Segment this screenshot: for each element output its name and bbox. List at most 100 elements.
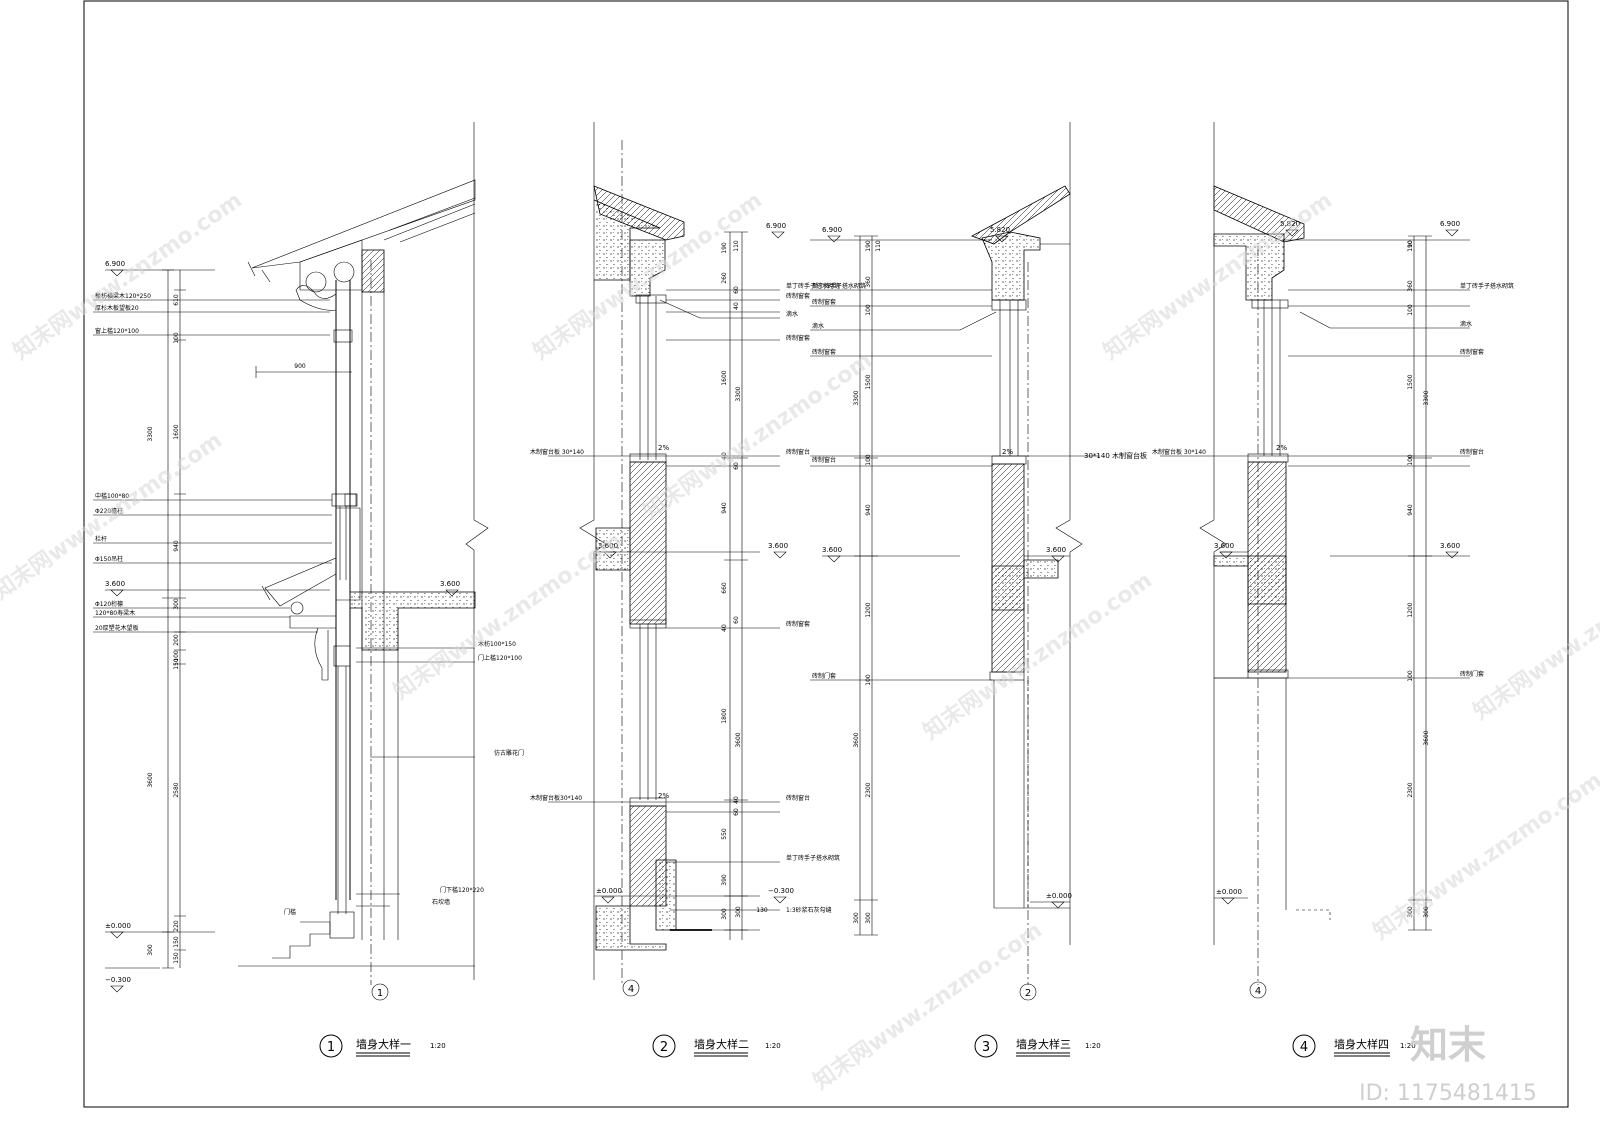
level-marker bbox=[1221, 897, 1235, 905]
watermark: 知末网www.znzmo.com bbox=[1469, 547, 1600, 725]
s2-level: −0.300 bbox=[768, 887, 794, 895]
s2-level: ±0.000 bbox=[596, 887, 622, 895]
s1-dim-total: 3600 bbox=[147, 772, 154, 787]
s3-label-left: 砖制窗套 bbox=[812, 298, 836, 306]
title-num-2: 2 bbox=[660, 1040, 668, 1055]
s4-label-right: 单丁砖手子搭水砌筑 bbox=[1460, 282, 1514, 290]
level-marker bbox=[601, 896, 615, 904]
s2-dim-detail: 40 bbox=[733, 302, 740, 310]
s3-label-left: 砖制门套 bbox=[812, 672, 836, 680]
s1-level: 3.600 bbox=[105, 580, 125, 588]
level-marker bbox=[110, 589, 124, 597]
level-marker bbox=[110, 985, 124, 993]
s3-dim-total: 3300 bbox=[853, 390, 860, 405]
s1-label-left: Φ220檐柱 bbox=[95, 507, 123, 515]
s1-label-left: 窗上槛120*100 bbox=[95, 327, 139, 335]
title-num-4: 4 bbox=[1300, 1040, 1308, 1055]
door-1 bbox=[337, 666, 347, 914]
title-3: 墙身大样三 bbox=[1016, 1037, 1071, 1051]
title-num-3: 3 bbox=[982, 1040, 990, 1055]
s4-dim-detail: 1500 bbox=[1407, 374, 1414, 389]
s2-dim-detail: 660 bbox=[721, 582, 728, 594]
s3-dim-detail: 190 bbox=[865, 240, 872, 252]
watermark: 知末网www.znzmo.com bbox=[919, 567, 1157, 745]
s3-dim-detail: 100 bbox=[865, 304, 872, 316]
level-marker bbox=[445, 589, 459, 597]
s1-level: −0.300 bbox=[105, 976, 131, 984]
watermark: 知末网www.znzmo.com bbox=[1369, 767, 1600, 945]
s2-dim-detail: 300 bbox=[721, 908, 728, 920]
s2-label-right: 砖制窗台 bbox=[786, 448, 810, 456]
title-1: 墙身大样一 bbox=[356, 1037, 411, 1051]
s4-level: ±0.000 bbox=[1216, 888, 1242, 896]
s2-dim-detail: 60 bbox=[733, 616, 740, 624]
s2-label-right: 单丁砖手子搭水砌筑 bbox=[786, 282, 840, 290]
s1-dim-detail: 2580 bbox=[173, 782, 180, 797]
level-marker bbox=[771, 231, 785, 239]
s3-level: 5.820 bbox=[990, 226, 1010, 234]
s2-dim-detail: 60 bbox=[733, 286, 740, 294]
s1-label-left: 栏杆 bbox=[95, 535, 107, 543]
watermark: 知末网www.znzmo.com bbox=[1099, 187, 1337, 365]
window-lower-2 bbox=[639, 624, 657, 800]
image-id: ID: 1175481415 bbox=[1359, 1081, 1537, 1106]
section-3: 2 bbox=[810, 122, 1100, 1001]
s2-dim-detail: 1600 bbox=[721, 370, 728, 385]
s1-dim-detail: 100 bbox=[173, 332, 180, 344]
level-marker bbox=[827, 235, 841, 243]
level-marker bbox=[995, 235, 1009, 243]
s1-label-left: 椽枋横梁木120*250 bbox=[95, 292, 151, 300]
s4-level: 3.600 bbox=[1214, 542, 1234, 550]
s2-dim-total: 3300 bbox=[735, 386, 742, 401]
scale-3: 1:20 bbox=[1085, 1042, 1101, 1050]
s2-label-right: 砖制窗台 bbox=[786, 794, 810, 802]
s2-level: 6.900 bbox=[766, 222, 786, 230]
s1-label-left: 厚杉木板望板20 bbox=[95, 304, 139, 312]
s2-dim-detail: 110 bbox=[733, 240, 740, 252]
level-marker bbox=[110, 931, 124, 939]
section-4: 4 bbox=[1160, 122, 1470, 999]
level-marker bbox=[1051, 901, 1065, 909]
s2-label-right: 砖制窗套 bbox=[786, 334, 810, 342]
s2-label-right: 滴水 bbox=[786, 310, 798, 318]
s3-dim-total: 300 bbox=[853, 912, 860, 924]
s2-dim-detail: 550 bbox=[721, 828, 728, 840]
s4-dim-detail: 100 bbox=[1407, 670, 1414, 682]
s4-dim-total: 3300 bbox=[1423, 390, 1430, 405]
s1-label-left: Φ150吊柱 bbox=[95, 555, 123, 563]
s2-dim-detail: 130 bbox=[756, 907, 768, 914]
level-marker bbox=[1445, 551, 1459, 559]
s4-slope: 2% bbox=[1276, 444, 1287, 452]
bracket-ornament-1 bbox=[295, 285, 337, 311]
break-line-1 bbox=[465, 122, 489, 980]
s3-dim-total: 3600 bbox=[853, 732, 860, 747]
level-marker bbox=[1445, 229, 1459, 237]
s3-level: 3.600 bbox=[1046, 546, 1066, 554]
s1-dim-detail: 150 bbox=[173, 936, 180, 948]
watermark: 知末网www.znzmo.com bbox=[639, 347, 877, 525]
s4-label-left: 木制窗台板 30*140 bbox=[1152, 448, 1206, 456]
level-marker bbox=[110, 269, 124, 277]
s4-dim-detail: 110 bbox=[1407, 240, 1414, 252]
level-marker bbox=[1285, 229, 1299, 237]
s1-label-right: 门下槛120*220 bbox=[440, 886, 484, 894]
s4-label-right: 砖制门套 bbox=[1460, 670, 1484, 678]
s1-label-right: 仿古雕花门 bbox=[494, 749, 524, 757]
level-marker bbox=[773, 551, 787, 559]
level-marker bbox=[1051, 555, 1065, 563]
door-3 bbox=[993, 680, 1025, 908]
s3-dim-detail: 1200 bbox=[865, 602, 872, 617]
s3-dim-detail: 300 bbox=[865, 912, 872, 924]
s4-level: 5.820 bbox=[1280, 220, 1300, 228]
axis-label-4: 4 bbox=[1255, 986, 1261, 997]
s2-label-right: 1:3砂浆石灰勾缝 bbox=[786, 906, 832, 914]
s1-dim-detail: 150 bbox=[173, 952, 180, 964]
s2-label-left: 木制窗台板30*140 bbox=[530, 794, 582, 802]
leader-lines-3 bbox=[810, 239, 1100, 903]
s2-dim-detail: 940 bbox=[721, 502, 728, 514]
s3-dim-detail: 360 bbox=[865, 276, 872, 288]
s1-dim-detail: 100 bbox=[173, 650, 180, 662]
s2-label-left: 木制窗台板 30*140 bbox=[530, 448, 584, 456]
s4-dim-detail: 1200 bbox=[1407, 602, 1414, 617]
